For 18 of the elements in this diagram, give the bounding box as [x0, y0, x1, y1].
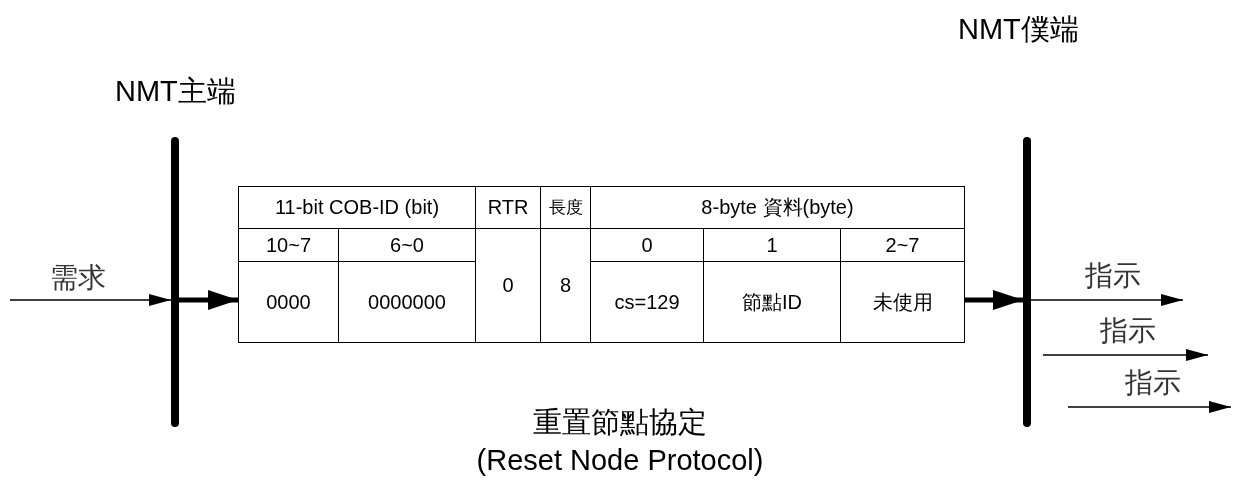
table-cell: 0000	[238, 261, 339, 343]
edge-label: 指示	[1125, 367, 1181, 399]
arrow	[1030, 294, 1184, 306]
table-cell: 11-bit COB-ID (bit)	[238, 186, 476, 229]
arrow	[1067, 401, 1232, 413]
table-cell: 未使用	[840, 261, 965, 343]
edge-label: 指示	[1085, 260, 1141, 292]
caption: 重置節點協定 (Reset Node Protocol)	[475, 405, 765, 478]
edge-label: 指示	[1100, 315, 1156, 347]
edge-label: 需求	[50, 262, 106, 294]
table-cell: 8-byte 資料(byte)	[590, 186, 965, 229]
frame-table	[238, 186, 964, 342]
arrow	[9, 294, 172, 306]
arrow	[1042, 349, 1209, 361]
arrow	[964, 290, 1023, 310]
arrow	[179, 290, 238, 310]
node-heading: NMT僕端	[958, 12, 1079, 47]
node-heading: NMT主端	[115, 74, 236, 109]
